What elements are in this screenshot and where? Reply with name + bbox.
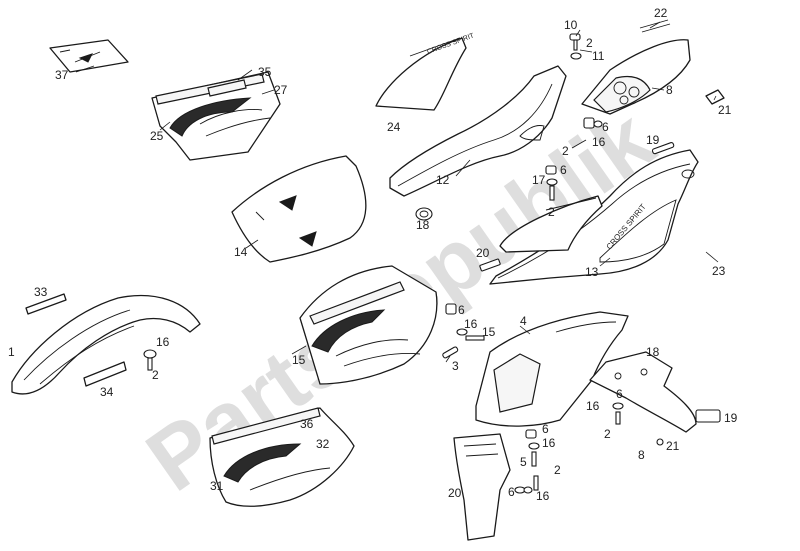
callout-3: 3	[452, 359, 459, 373]
callout-16-e: 16	[542, 436, 556, 450]
callout-22: 18	[416, 218, 430, 232]
callout-labels: 37 35 27 25 24 10 2 11 22 8 21 6 16 2 19…	[8, 6, 738, 503]
part-27-side-decal-right	[499, 195, 603, 253]
callout-9: 10	[564, 18, 578, 32]
part-21-small-nut	[656, 438, 664, 446]
callout-35: 35	[258, 65, 272, 79]
callout-11: 12	[436, 173, 450, 187]
part-28-shield-decal: CROSS SPIRIT	[375, 32, 476, 111]
callout-32: 32	[316, 437, 330, 451]
callout-21: 21	[666, 439, 680, 453]
callout-23: 19	[646, 133, 660, 147]
callout-8: 8	[638, 448, 645, 462]
callout-15: 15	[482, 325, 496, 339]
callout-6-d: 6	[616, 387, 623, 401]
callout-29: 25	[150, 129, 164, 143]
callout-28: 24	[387, 120, 401, 134]
callout-16-c: 16	[464, 317, 478, 331]
hardware-near-tail	[571, 117, 603, 149]
callout-1: 1	[8, 345, 15, 359]
callout-6-e: 6	[542, 422, 549, 436]
callout-33: 33	[34, 285, 48, 299]
part-22-grommet	[415, 207, 433, 221]
callout-30: 27	[274, 83, 288, 97]
callout-25: 21	[718, 103, 732, 117]
part-23-bracket-bar	[651, 142, 675, 155]
part-25-rubber-block	[705, 89, 725, 105]
hardware-lower	[514, 402, 624, 494]
leader-lines	[75, 21, 719, 363]
callout-2-d: 2	[152, 368, 159, 382]
callout-24: 20	[476, 246, 490, 260]
part-31-lower-side-decal	[209, 407, 355, 507]
part-19-reflector	[695, 409, 721, 423]
part-33-strip-sticker	[25, 293, 67, 315]
part-9-screw	[569, 33, 581, 51]
callout-16-a: 16	[592, 135, 606, 149]
callout-34: 34	[100, 385, 114, 399]
callout-31: 31	[210, 479, 224, 493]
callout-7: 8	[666, 83, 673, 97]
part-24-strip	[479, 258, 501, 272]
callout-6-c: 6	[458, 303, 465, 317]
callout-17: 17	[532, 173, 546, 187]
callout-2-c: 2	[548, 205, 555, 219]
callout-6-b: 6	[560, 163, 567, 177]
part-13-number-plate	[231, 155, 367, 263]
callout-2-f: 2	[554, 463, 561, 477]
callout-19: 19	[724, 411, 738, 425]
part-18-license-bracket	[589, 351, 697, 433]
part-26-rubber-strip	[639, 19, 671, 33]
part-20-mud-flap	[453, 433, 511, 541]
callout-5: 5	[520, 455, 527, 469]
callout-10: 11	[592, 49, 605, 63]
callout-16-b: 16	[156, 335, 170, 349]
part-10-washer	[570, 52, 582, 60]
part-1-front-fender	[11, 294, 201, 395]
callout-6-f: 6	[508, 485, 515, 499]
callout-14: 15	[292, 353, 306, 367]
part-34-strip-sticker	[83, 361, 127, 387]
callout-36: 36	[300, 417, 314, 431]
callout-18: 18	[646, 345, 660, 359]
callout-2-e: 2	[604, 427, 611, 441]
callout-37: 37	[55, 68, 69, 82]
hardware-near-mid-decal	[442, 303, 485, 359]
hardware-near-fender	[143, 349, 157, 371]
part-11-side-cover-upper	[389, 65, 567, 197]
callout-2-b: 2	[562, 144, 569, 158]
part-29-side-decal	[151, 71, 281, 161]
callout-16-d: 16	[586, 399, 600, 413]
callout-26: 22	[654, 6, 668, 20]
callout-12: 13	[585, 265, 599, 279]
callout-4: 4	[520, 314, 527, 328]
hardware-near-side-cover	[545, 165, 558, 201]
callout-20: 20	[448, 486, 462, 500]
callout-27: 23	[712, 264, 726, 278]
callout-6-a: 6	[602, 120, 609, 134]
callout-2-a: 2	[586, 36, 593, 50]
callout-13: 14	[234, 245, 248, 259]
part-14-side-decal-mid	[299, 265, 438, 385]
part-7-tail-cover	[581, 39, 691, 115]
callout-16-f: 16	[536, 489, 550, 503]
part-4-rear-inner-fender	[475, 311, 629, 427]
part-37-sticker-sheet	[49, 39, 129, 73]
